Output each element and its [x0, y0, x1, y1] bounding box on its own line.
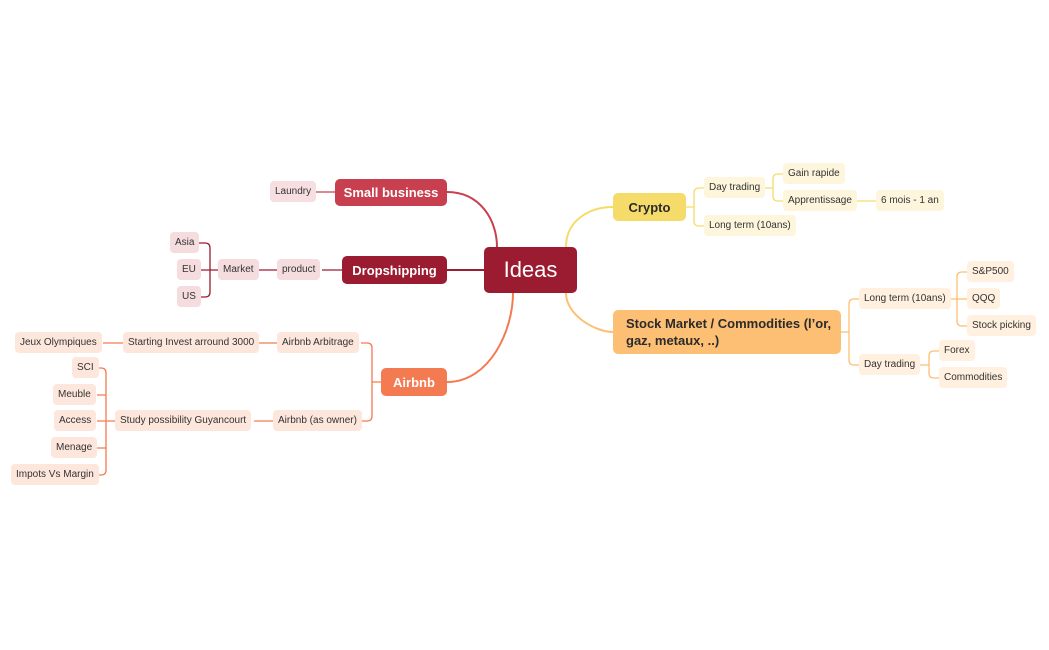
subtopic-market[interactable]: Market — [218, 259, 259, 280]
subtopic-duration[interactable]: 6 mois - 1 an — [876, 190, 944, 211]
subtopic-study-guyancourt[interactable]: Study possibility Guyancourt — [115, 410, 252, 431]
subtopic-qqq[interactable]: QQQ — [967, 288, 1001, 309]
subtopic-stock-day-trading[interactable]: Day trading — [859, 354, 921, 375]
topic-dropshipping[interactable]: Dropshipping — [342, 256, 447, 284]
subtopic-impots-vs-margin[interactable]: Impots Vs Margin — [11, 464, 99, 485]
connector-airbnb-children — [361, 342, 381, 422]
subtopic-sp500[interactable]: S&P500 — [967, 261, 1014, 282]
topic-crypto[interactable]: Crypto — [613, 193, 686, 221]
subtopic-sci[interactable]: SCI — [72, 357, 99, 378]
subtopic-forex[interactable]: Forex — [939, 340, 975, 361]
subtopic-commodities[interactable]: Commodities — [939, 367, 1008, 388]
subtopic-jeux-olympiques[interactable]: Jeux Olympiques — [15, 332, 102, 353]
connector-market-regions — [199, 242, 218, 298]
subtopic-access[interactable]: Access — [54, 410, 97, 431]
subtopic-meuble[interactable]: Meuble — [53, 384, 96, 405]
subtopic-airbnb-owner[interactable]: Airbnb (as owner) — [273, 410, 362, 431]
connector-study-items — [97, 367, 115, 476]
connector-root-crypto — [565, 206, 614, 248]
subtopic-airbnb-arbitrage[interactable]: Airbnb Arbitrage — [277, 332, 359, 353]
connector-daytrading-children — [765, 173, 783, 202]
topic-small-business[interactable]: Small business — [335, 179, 447, 206]
subtopic-us[interactable]: US — [177, 286, 201, 307]
connector-daytrading-stock-children — [920, 350, 939, 379]
subtopic-laundry[interactable]: Laundry — [270, 181, 317, 202]
subtopic-stock-picking[interactable]: Stock picking — [967, 315, 1036, 336]
connector-root-airbnb — [446, 292, 514, 383]
root-topic[interactable]: Ideas — [484, 247, 577, 293]
subtopic-asia[interactable]: Asia — [170, 232, 200, 253]
subtopic-crypto-long-term[interactable]: Long term (10ans) — [704, 215, 796, 236]
subtopic-product[interactable]: product — [277, 259, 321, 280]
connector-root-small-business — [446, 191, 498, 248]
connector-crypto-children — [686, 187, 704, 227]
subtopic-gain-rapide[interactable]: Gain rapide — [783, 163, 845, 184]
subtopic-apprentissage[interactable]: Apprentissage — [783, 190, 857, 211]
subtopic-crypto-day-trading[interactable]: Day trading — [704, 177, 766, 198]
topic-stock-market[interactable]: Stock Market / Commodities (l’or, gaz, m… — [613, 310, 841, 354]
subtopic-starting-invest[interactable]: Starting Invest arround 3000 — [123, 332, 260, 353]
connector-root-stock — [565, 292, 614, 333]
subtopic-eu[interactable]: EU — [177, 259, 201, 280]
topic-airbnb[interactable]: Airbnb — [381, 368, 447, 396]
subtopic-menage[interactable]: Menage — [51, 437, 98, 458]
subtopic-stock-long-term[interactable]: Long term (10ans) — [859, 288, 951, 309]
connector-stock-children — [841, 298, 859, 366]
